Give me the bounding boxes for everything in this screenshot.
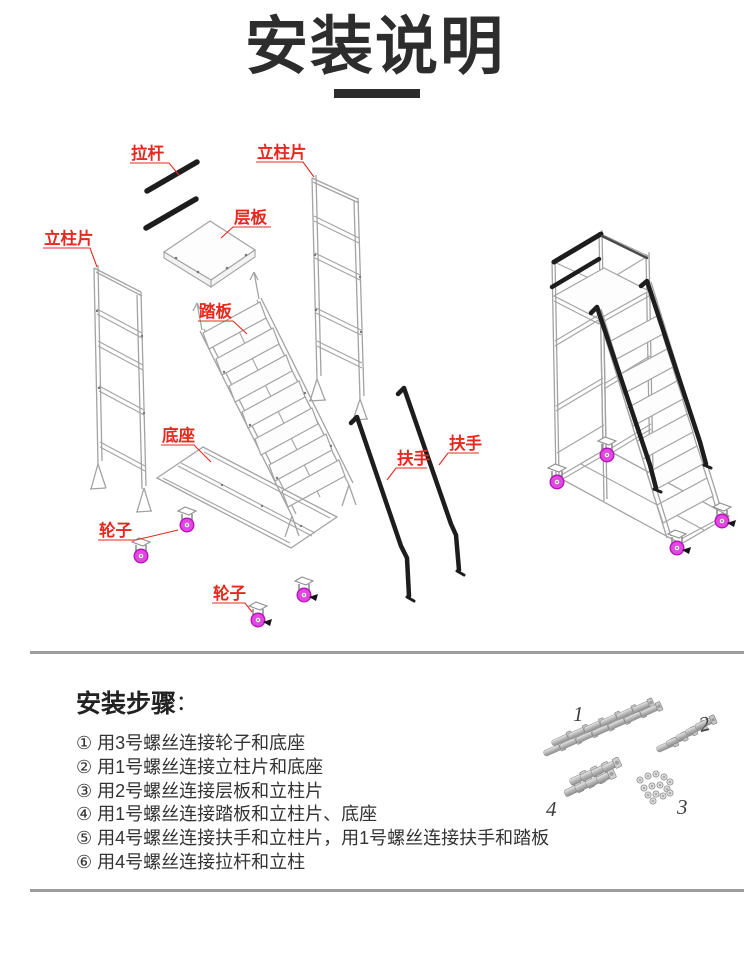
exploded-assembly-diagram: 拉杆 立柱片 层板 立柱片 踏板 底座 xyxy=(43,142,750,660)
steps-heading-row: 安装步骤： xyxy=(76,684,536,720)
title-underline xyxy=(334,89,420,98)
label-base: 底座 xyxy=(162,425,196,445)
install-step-1: ① 用3号螺丝连接轮子和底座 xyxy=(76,733,306,753)
part-handrail-left xyxy=(348,414,416,603)
hardware-screws-photo: 1 2 3 4 xyxy=(541,697,718,821)
callout-step-ladder: 踏板 xyxy=(198,301,248,335)
install-step-5: ⑤ 用4号螺丝连接扶手和立柱片，用1号螺丝连接扶手和踏板 xyxy=(76,828,550,849)
callouts: 拉杆 立柱片 层板 立柱片 踏板 底座 xyxy=(43,142,483,613)
install-step-3: ③ 用2号螺丝连接层板和立柱片 xyxy=(76,780,324,801)
part-column-frame-right xyxy=(308,174,369,421)
callout-handrail-right: 扶手 xyxy=(438,433,483,466)
part-shelf-board xyxy=(162,220,257,289)
screw-group-1 xyxy=(541,697,664,759)
install-steps-section: 安装步骤： ① 用3号螺丝连接轮子和底座 ② 用1号螺丝连接立柱片和底座 ③ 用… xyxy=(76,684,550,875)
label-wheels-bottom: 轮子 xyxy=(213,583,247,603)
nut-group-3 xyxy=(636,770,674,805)
install-step-4: ④ 用1号螺丝连接踏板和立柱片、底座 xyxy=(76,804,378,825)
caster-wheel-brake xyxy=(249,602,272,627)
callout-column-left: 立柱片 xyxy=(43,228,98,268)
section-divider-top xyxy=(30,651,744,654)
hardware-num-4: 4 xyxy=(546,797,557,821)
callout-handrail-left: 扶手 xyxy=(386,448,431,481)
callout-wheels-bottom: 轮子 xyxy=(212,583,253,613)
label-column-right: 立柱片 xyxy=(257,142,307,162)
callout-pull-rod: 拉杆 xyxy=(130,143,180,176)
page-header: 安装说明 xyxy=(0,8,750,86)
part-step-ladder xyxy=(192,271,357,538)
caster-wheel xyxy=(597,436,617,463)
part-column-frame-left xyxy=(89,264,153,513)
callout-shelf: 层板 xyxy=(220,207,271,239)
caster-wheel-brake xyxy=(295,577,318,602)
steps-list: ① 用3号螺丝连接轮子和底座 ② 用1号螺丝连接立柱片和底座 ③ 用2号螺丝连接… xyxy=(76,732,550,875)
part-base-frame xyxy=(155,446,339,549)
callout-wheels-top: 轮子 xyxy=(98,520,179,541)
caster-wheel xyxy=(131,537,151,564)
hardware-num-3: 3 xyxy=(676,795,688,819)
part-handrail-right xyxy=(395,385,466,577)
assembled-ladder-view xyxy=(547,229,736,555)
section-divider-bottom xyxy=(30,889,744,892)
label-handrail-left: 扶手 xyxy=(397,448,431,468)
part-pull-rods xyxy=(143,159,200,231)
callout-column-right: 立柱片 xyxy=(256,142,315,178)
steps-heading-colon: ： xyxy=(176,692,198,715)
steps-heading: 安装步骤 xyxy=(76,690,177,718)
caster-wheel-brake xyxy=(713,503,736,528)
install-step-2: ② 用1号螺丝连接立柱片和底座 xyxy=(76,756,324,777)
label-wheels-top: 轮子 xyxy=(99,520,133,540)
caster-wheel xyxy=(177,506,197,533)
label-handrail-right: 扶手 xyxy=(449,433,483,453)
callout-base: 底座 xyxy=(161,425,212,463)
label-shelf: 层板 xyxy=(234,207,268,227)
label-column-left: 立柱片 xyxy=(44,228,94,248)
label-step-ladder: 踏板 xyxy=(199,301,233,321)
page-title: 安装说明 xyxy=(245,12,505,82)
bolt-group-4 xyxy=(562,756,623,799)
label-pull-rod: 拉杆 xyxy=(131,143,165,163)
hardware-num-1: 1 xyxy=(573,702,584,726)
caster-wheel xyxy=(547,463,567,490)
install-step-6: ⑥ 用4号螺丝连接拉杆和立柱 xyxy=(76,851,306,872)
caster-wheel-brake xyxy=(668,530,691,555)
